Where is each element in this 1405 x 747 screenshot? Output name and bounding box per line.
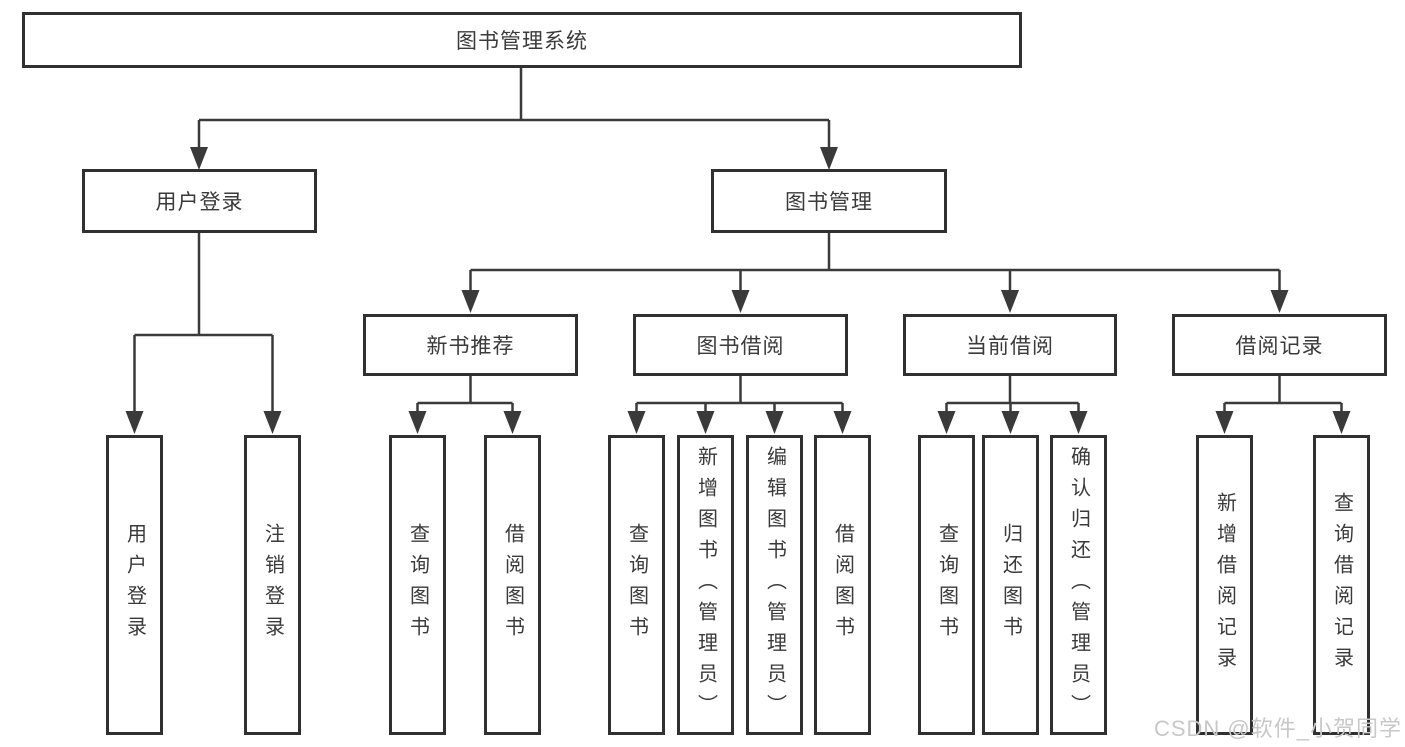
node-borrow-records-label: 借阅记录 [1235,335,1324,358]
leaf-confirm-return-admin: 确认归还（管理员） [1050,435,1107,735]
watermark: CSDN @软件_小贺同学 [1153,716,1402,741]
leaf-confirm-return-admin-label: 确认归还（管理员） [1067,445,1090,725]
leaf-logout-label: 注销登录 [261,523,284,647]
node-current-borrow-label: 当前借阅 [966,335,1054,358]
leaf-borrow-book-label: 借阅图书 [831,523,854,647]
node-new-book-recommend: 新书推荐 [363,314,578,376]
node-root: 图书管理系统 [22,12,1022,68]
arrowhead-icons [125,147,1351,434]
node-new-book-recommend-label: 新书推荐 [426,335,515,358]
leaf-query-borrow-record-label: 查询借阅记录 [1330,492,1353,678]
leaf-user-login: 用户登录 [106,435,163,735]
leaf-return-book-label: 归还图书 [999,523,1022,647]
leaf-edit-book-admin: 编辑图书（管理员） [746,435,803,735]
leaf-add-book-admin: 新增图书（管理员） [677,435,734,735]
leaf-borrow-book-recommend-label: 借阅图书 [501,523,524,647]
node-book-borrow-label: 图书借阅 [696,335,785,358]
node-book-management-label: 图书管理 [785,191,873,214]
node-user-login: 用户登录 [82,169,317,233]
leaf-query-book-current: 查询图书 [918,435,975,735]
leaf-edit-book-admin-label: 编辑图书（管理员） [763,445,786,725]
node-book-management: 图书管理 [711,169,947,233]
leaf-add-borrow-record: 新增借阅记录 [1196,435,1253,735]
leaf-query-book-borrow: 查询图书 [608,435,665,735]
node-borrow-records: 借阅记录 [1172,314,1387,376]
leaf-query-book-current-label: 查询图书 [935,523,958,647]
leaf-query-borrow-record: 查询借阅记录 [1313,435,1370,735]
node-current-borrow: 当前借阅 [903,314,1117,376]
node-user-login-label: 用户登录 [155,191,244,214]
leaf-query-book-recommend-label: 查询图书 [406,523,429,647]
leaf-borrow-book-recommend: 借阅图书 [484,435,541,735]
leaf-query-book-recommend: 查询图书 [389,435,446,735]
leaf-add-borrow-record-label: 新增借阅记录 [1213,492,1236,678]
leaf-add-book-admin-label: 新增图书（管理员） [694,445,717,725]
leaf-query-book-borrow-label: 查询图书 [625,523,648,647]
node-book-borrow: 图书借阅 [633,314,848,376]
leaf-logout: 注销登录 [244,435,301,735]
leaf-user-login-label: 用户登录 [123,523,146,647]
node-root-label: 图书管理系统 [456,30,588,53]
leaf-borrow-book: 借阅图书 [814,435,871,735]
leaf-return-book: 归还图书 [982,435,1039,735]
